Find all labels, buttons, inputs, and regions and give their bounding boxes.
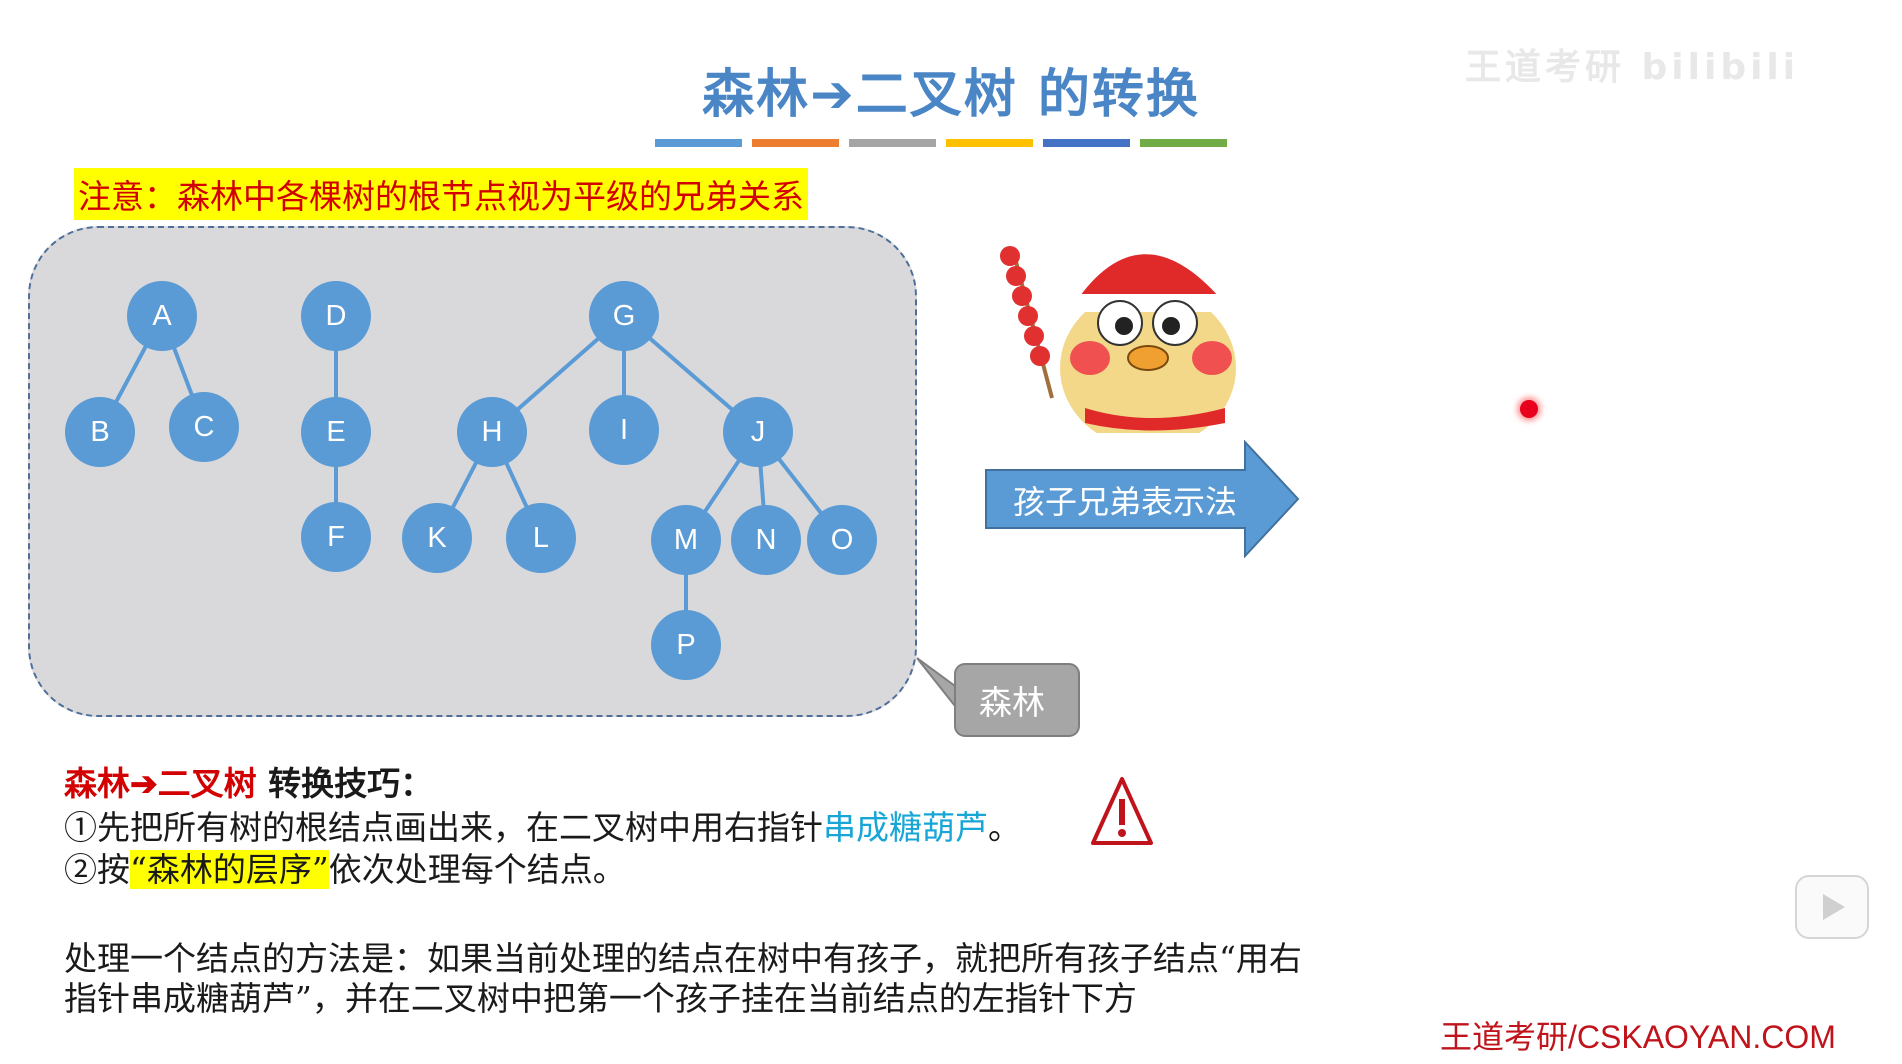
candied-haws-stick xyxy=(1000,246,1054,399)
svg-text:P: P xyxy=(676,629,695,661)
play-icon xyxy=(1823,894,1845,920)
bilibili-watermark: 王道考研 bilibili xyxy=(1465,47,1800,88)
bird-mascot-image xyxy=(1000,218,1236,433)
tree-node: H xyxy=(457,397,527,467)
tree-node: A xyxy=(127,281,197,351)
tip2-suffix: 依次处理每个结点。 xyxy=(328,850,626,889)
svg-text:C: C xyxy=(194,411,215,443)
tree-node: C xyxy=(169,392,239,462)
brand-footer: 王道考研/CSKAOYAN.COM xyxy=(1440,1019,1836,1055)
tip1-highlight: 串成糖葫芦 xyxy=(823,808,988,847)
svg-text:L: L xyxy=(533,522,549,554)
svg-text:I: I xyxy=(620,414,628,446)
title-color-bars xyxy=(655,139,1227,147)
svg-text:J: J xyxy=(751,416,766,448)
color-bar xyxy=(1043,139,1130,147)
tip-line-1: ①先把所有树的根结点画出来，在二叉树中用右指针串成糖葫芦。 xyxy=(64,801,1021,849)
tree-node: E xyxy=(301,397,371,467)
svg-text:K: K xyxy=(427,522,447,554)
slide-title: 森林➔二叉树 的转换 xyxy=(702,65,1200,125)
warning-icon xyxy=(1091,777,1153,845)
tree-node: K xyxy=(402,503,472,573)
tree-node: N xyxy=(731,505,801,575)
tree-edges xyxy=(98,314,844,645)
svg-text:H: H xyxy=(482,416,503,448)
tip1-prefix: ①先把所有树的根结点画出来，在二叉树中用右指针 xyxy=(64,808,823,847)
tip-line-2: ②按“森林的层序”依次处理每个结点。 xyxy=(64,843,626,891)
tree-node: P xyxy=(651,610,721,680)
color-bar xyxy=(655,139,742,147)
tip2-highlight: “森林的层序” xyxy=(130,850,329,889)
color-bar xyxy=(752,139,839,147)
tips-heading: 森林➔二叉树 转换技巧： xyxy=(64,757,433,805)
svg-text:F: F xyxy=(327,521,345,553)
tree-node: B xyxy=(65,397,135,467)
arrow-label: 孩子兄弟表示法 xyxy=(1012,483,1237,521)
note-highlight: 注意：森林中各棵树的根节点视为平级的兄弟关系 xyxy=(74,168,808,220)
svg-text:O: O xyxy=(831,524,854,556)
svg-text:D: D xyxy=(326,300,347,332)
forest-callout-bubble xyxy=(916,657,1080,737)
svg-text:A: A xyxy=(152,300,172,332)
color-bar xyxy=(849,139,936,147)
color-bar xyxy=(946,139,1033,147)
svg-text:E: E xyxy=(326,416,345,448)
tips-heading-red: 森林➔二叉树 xyxy=(64,764,257,803)
tree-node: D xyxy=(301,281,371,351)
tree-node: J xyxy=(723,397,793,467)
svg-text:B: B xyxy=(90,416,109,448)
svg-text:N: N xyxy=(756,524,777,556)
svg-text:G: G xyxy=(613,300,636,332)
tree-node: G xyxy=(589,281,659,351)
tree-node: M xyxy=(651,505,721,575)
laser-pointer-dot xyxy=(1520,400,1538,418)
right-arrow-shape xyxy=(985,440,1300,558)
method-line-2: 指针串成糖葫芦”，并在二叉树中把第一个孩子挂在当前结点的左指针下方 xyxy=(64,979,1137,1018)
tree-node: O xyxy=(807,505,877,575)
tip2-prefix: ②按 xyxy=(64,850,130,889)
tip1-suffix: 。 xyxy=(988,808,1021,847)
play-button[interactable] xyxy=(1795,875,1869,939)
tree-node: F xyxy=(301,502,371,572)
method-line-1: 处理一个结点的方法是：如果当前处理的结点在树中有孩子，就把所有孩子结点“用右 xyxy=(64,939,1302,978)
forest-callout-label: 森林 xyxy=(979,683,1045,722)
tips-heading-rest: 转换技巧： xyxy=(256,764,434,803)
color-bar xyxy=(1140,139,1227,147)
tree-node: L xyxy=(506,503,576,573)
svg-text:M: M xyxy=(674,524,698,556)
tree-node: I xyxy=(589,395,659,465)
